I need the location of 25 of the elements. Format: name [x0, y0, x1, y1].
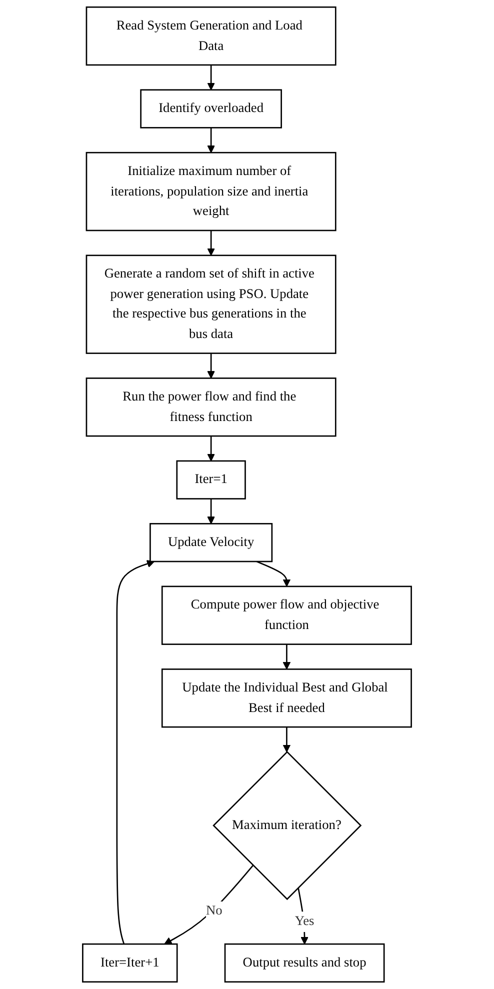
node-box: Output results and stop	[224, 943, 385, 983]
node-box: Identify overloaded	[140, 89, 282, 128]
node-diamond: Maximum iteration?	[212, 751, 362, 900]
arrow	[207, 230, 215, 256]
node-box: Update Velocity	[150, 523, 273, 562]
edge-label: No	[206, 904, 222, 918]
arrow	[207, 64, 215, 90]
arrow	[282, 644, 291, 670]
node-box: Update the Individual Best and Global Best if needed	[161, 668, 412, 728]
arrow	[164, 864, 254, 944]
arrow	[207, 498, 215, 524]
node-box: Run the power flow and find the fitness function	[86, 378, 336, 437]
edge-label: Yes	[294, 914, 314, 928]
node-box: Generate a random set of shift in active power generation using PSO. Update the respective bus generations in the bus data	[86, 254, 336, 354]
arrow	[207, 353, 215, 379]
arrow	[207, 436, 215, 462]
node-box: Iter=1	[176, 460, 246, 500]
node-box: Compute power flow and objective function	[161, 586, 412, 645]
arrow	[256, 560, 291, 587]
arrow	[116, 560, 155, 944]
arrow	[282, 727, 291, 752]
node-box: Initialize maximum number of iterations, population size and inertia weight	[86, 152, 336, 232]
node-box: Read System Generation and Load Data	[86, 6, 336, 66]
node-box: Iter=Iter+1	[82, 943, 178, 983]
arrow	[207, 128, 215, 153]
